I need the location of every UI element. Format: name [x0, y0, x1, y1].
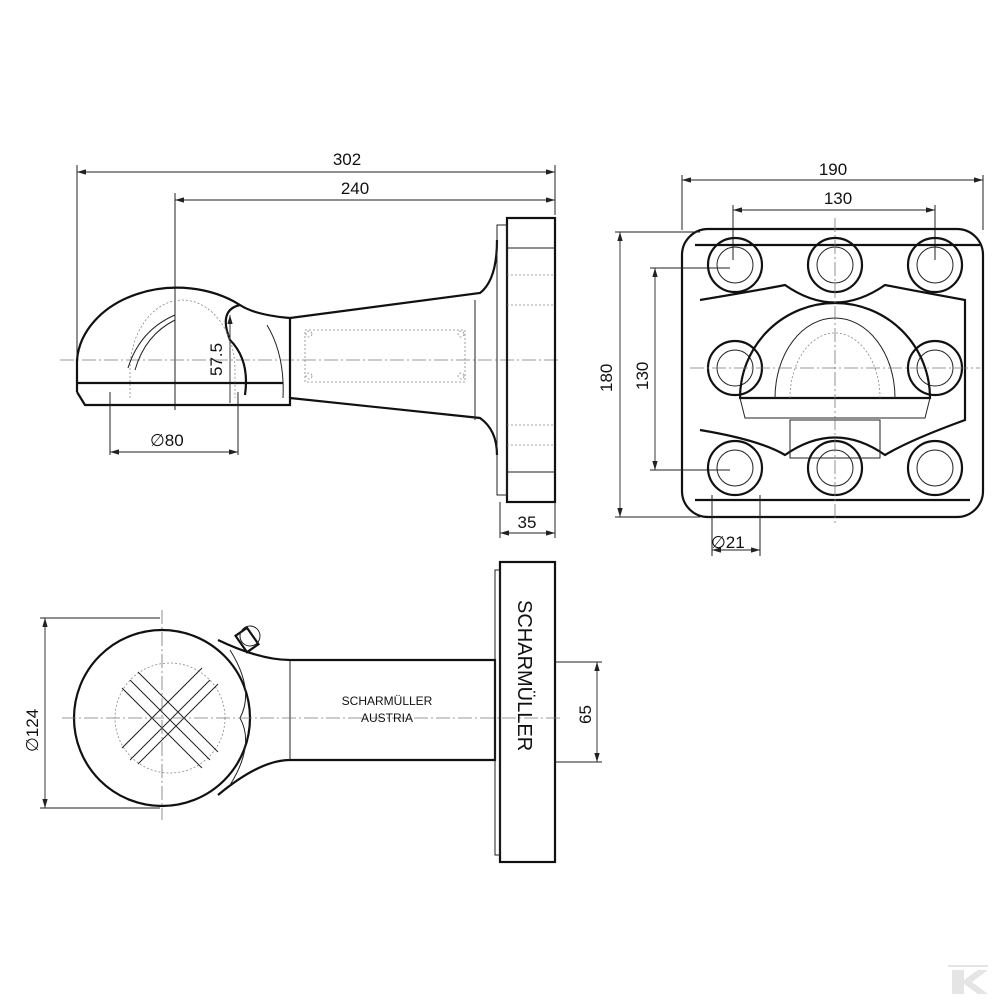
dim-height: 180 — [597, 364, 616, 392]
front-view: 190 130 180 130 ∅21 — [597, 160, 985, 556]
dim-flange-thickness: 35 — [518, 513, 537, 532]
dim-overall-length: 302 — [333, 150, 361, 169]
plate-text-line1: SCHARMÜLLER — [342, 694, 433, 708]
dim-body-width: 65 — [576, 705, 595, 724]
dim-hole-diameter: ∅21 — [711, 533, 745, 552]
dim-ball-diameter: ∅80 — [150, 431, 184, 450]
flange-brand-text: SCHARMÜLLER — [513, 600, 535, 751]
side-view: 302 240 57.5 ∅80 35 — [60, 150, 560, 538]
plate-text-line2: AUSTRIA — [361, 711, 413, 725]
brand-logo — [948, 965, 988, 994]
dim-hole-spacing-horizontal: 130 — [824, 189, 852, 208]
dim-height: 57.5 — [207, 343, 226, 376]
top-view: SCHARMÜLLER SCHARMÜLLER AUSTRIA ∅124 65 — [23, 560, 602, 864]
dim-ring-diameter: ∅124 — [23, 709, 42, 752]
dim-hole-spacing-vertical: 130 — [633, 362, 652, 390]
dim-length: 240 — [341, 179, 369, 198]
dim-width: 190 — [819, 160, 847, 179]
